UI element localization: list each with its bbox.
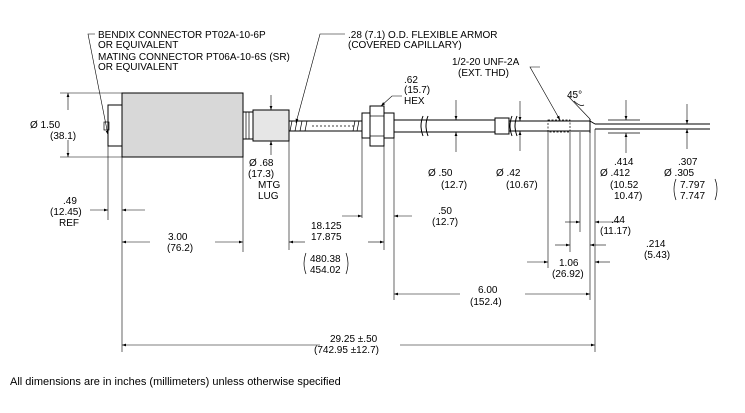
hex-fitting [361,105,395,147]
d307: .307 [678,157,698,168]
bendix-label-1: BENDIX CONNECTOR PT02A-10-6P [98,30,266,41]
mtg-lug-3: MTG [258,180,280,191]
thread-label-2: (EXT. THD) [458,68,509,79]
callout-labels: BENDIX CONNECTOR PT02A-10-6P OR EQUIVALE… [98,30,582,107]
mtg-lug-4: LUG [258,191,279,202]
len214-mm: (5.43) [644,250,670,261]
armor-label-1: .28 (7.1) O.D. FLEXIBLE ARMOR [348,30,498,41]
len600-mm: (152.4) [470,297,502,308]
d1047: 10.47) [614,191,642,202]
footnote: All dimensions are in inches (millimeter… [10,376,341,388]
dia42-in: Ø .42 [496,168,521,179]
d7747: 7.747 [680,191,705,202]
hex-label-2: (15.7) [404,85,430,96]
part-outline [103,92,710,158]
len17875: 17.875 [311,232,342,243]
bendix-label-2: OR EQUIVALENT [98,40,178,51]
len50-in: .50 [438,206,452,217]
stem [394,115,596,137]
hex-label-3: HEX [404,96,425,107]
len48038: 480.38 [310,254,341,265]
d412: Ø .412 [600,168,630,179]
dia-body-mm: (38.1) [50,131,76,142]
diameter-dimensions [60,92,689,158]
dia42-mm: (10.67) [506,180,538,191]
len600-in: 6.00 [478,285,498,296]
d414: .414 [614,157,634,168]
len214-in: .214 [646,239,666,250]
len300-mm: (76.2) [167,243,193,254]
leader-lines [87,33,591,136]
hex-label-1: .62 [404,75,418,86]
bracket-marks [303,178,718,275]
mtg-lug-1: Ø .68 [249,158,274,169]
len44-in: .44 [611,215,625,226]
dimension-labels: Ø 1.50 (38.1) Ø .68 (17.3) MTG LUG Ø .50… [30,120,705,356]
len300-in: 3.00 [168,232,188,243]
connector-key [103,121,110,131]
len106-in: 1.06 [559,258,579,269]
ref-in: .49 [63,196,77,207]
mating-label-1: MATING CONNECTOR PT06A-10-6S (SR) [98,52,290,63]
thread-label-1: 1/2-20 UNF-2A [452,57,520,68]
collar [242,111,254,140]
length-dimensions [90,129,620,352]
total-mm: (742.95 ±12.7) [314,345,379,356]
d1052: (10.52 [610,180,639,191]
len106-mm: (26.92) [552,269,584,280]
angle-label: 45° [567,90,582,101]
dia50-in: Ø .50 [428,168,453,179]
len44-mm: (11.17) [600,226,631,237]
bendix-connector [107,104,123,147]
len50-mm: (12.7) [432,217,458,228]
mounting-lug [252,109,290,142]
mating-label-2: OR EQUIVALENT [98,62,178,73]
mtg-lug-2: (17.3) [248,169,274,180]
transmitter-body [121,92,244,158]
len45402: 454.02 [310,265,341,276]
total-in: 29.25 ±.50 [330,334,378,345]
d7797: 7.797 [680,180,705,191]
d305: Ø .305 [664,168,694,179]
ref-mm: (12.45) [50,207,82,218]
dia-body-in: Ø 1.50 [30,120,60,131]
flexible-armor [289,120,362,132]
probe-tip [595,119,710,134]
len18125: 18.125 [311,221,342,232]
armor-label-2: (COVERED CAPILLARY) [348,40,462,51]
ref-label: REF [59,218,79,229]
dia50-mm: (12.7) [441,180,467,191]
